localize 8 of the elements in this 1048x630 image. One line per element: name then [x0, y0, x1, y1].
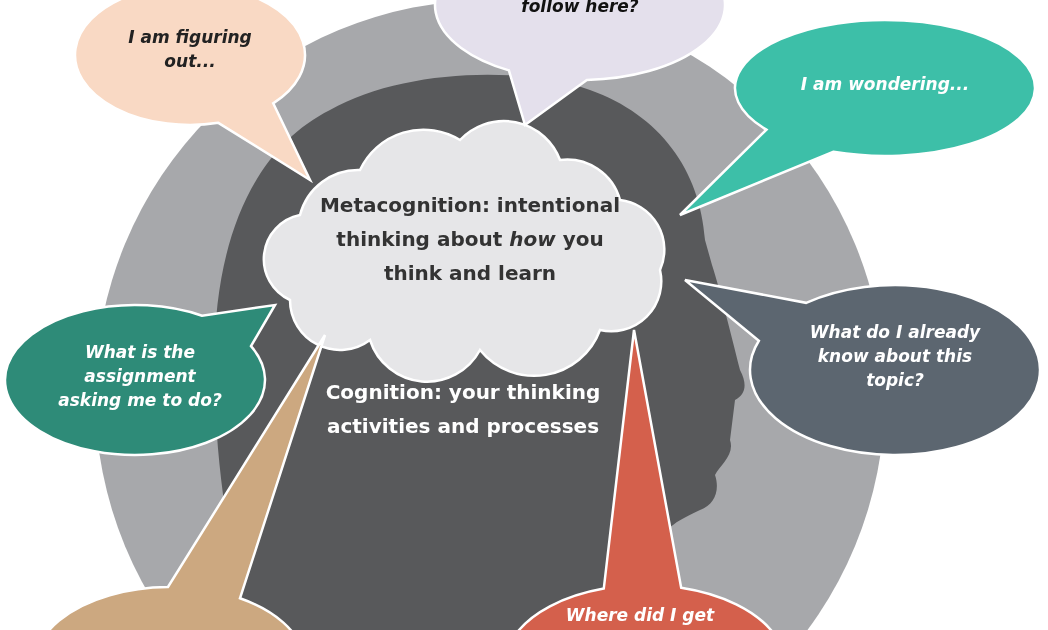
metacognition-text: Metacognition: intentional thinking about how you think and learn: [318, 192, 622, 287]
bubble-text: Where did I get: [564, 604, 716, 627]
cognition-text: Cognition: your thinking activities and processes: [324, 379, 602, 440]
bubble-text: What do I already know about this topic?: [808, 321, 982, 392]
bubble-text: I am wondering...: [799, 73, 971, 96]
bubble-text: What is the assignment asking me to do?: [57, 341, 223, 412]
bubble-text: I am figuring out...: [127, 26, 253, 73]
bubble-text: follow here?: [520, 0, 640, 18]
